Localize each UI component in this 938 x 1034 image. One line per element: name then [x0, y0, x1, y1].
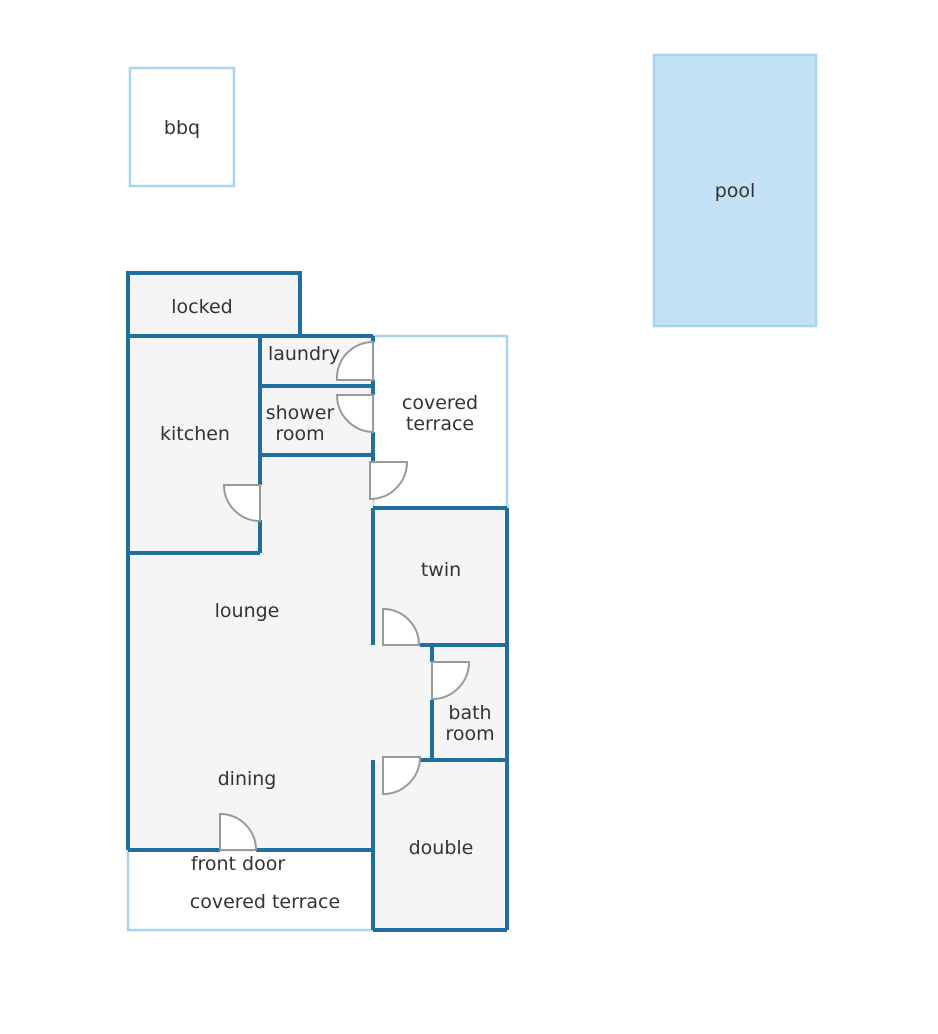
pool-area — [652, 53, 818, 328]
kitchen-label: kitchen — [160, 423, 230, 445]
laundry-door-icon — [335, 340, 374, 381]
dining-label: dining — [218, 768, 277, 790]
laundry-label: laundry — [268, 343, 340, 365]
twin-door-icon — [382, 607, 421, 646]
shower-room-label-line1: shower — [266, 402, 335, 424]
shower-door-icon — [335, 394, 374, 434]
twin-label: twin — [421, 559, 461, 581]
bbq-label: bbq — [164, 117, 200, 139]
bath-door-icon — [431, 661, 471, 701]
lounge-label: lounge — [215, 600, 280, 622]
front-door-icon — [219, 812, 258, 851]
covered-terrace-top-label-line2: terrace — [406, 413, 474, 435]
shower-room-label-line2: room — [275, 423, 324, 445]
doors — [219, 340, 471, 851]
bath-room-label-line1: bath — [448, 702, 491, 724]
covered-terrace-top-label-line1: covered — [402, 392, 478, 414]
kitchen-door-icon — [222, 484, 261, 523]
front-door-label: front door — [191, 853, 286, 875]
room-labels: bbq pool locked laundry shower room cove… — [160, 117, 755, 913]
walls — [126, 271, 509, 932]
pool-label: pool — [715, 180, 756, 202]
main-living-area — [128, 336, 432, 850]
double-door-icon — [382, 756, 422, 796]
terrace-door-icon — [369, 461, 409, 501]
bath-room-label-line2: room — [445, 723, 494, 745]
bbq-area — [128, 66, 236, 188]
covered-terrace-bottom-label: covered terrace — [190, 891, 340, 913]
locked-room — [128, 273, 300, 336]
double-label: double — [409, 837, 474, 859]
locked-label: locked — [171, 296, 232, 318]
